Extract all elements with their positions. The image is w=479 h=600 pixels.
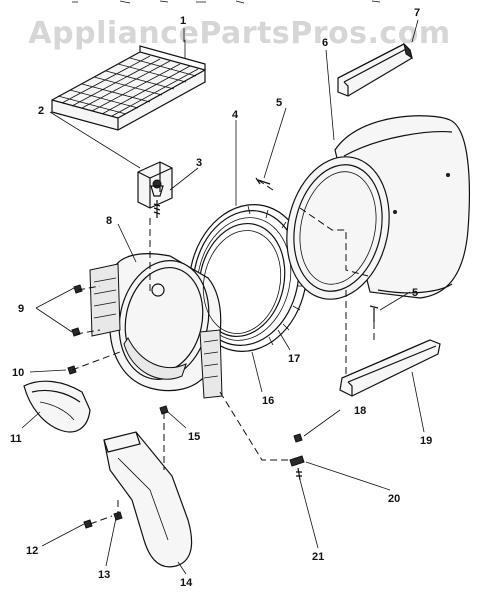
front-bulkhead-part [109,253,223,399]
callout-3: 3 [196,157,202,169]
callout-5-lower: 5 [412,287,418,299]
latch-clip-part [289,455,305,481]
screw-icon [71,327,81,337]
callout-5-upper: 5 [276,97,282,109]
assembly-lines [71,179,375,525]
drum-baffle-top-part [337,42,413,97]
leader-lines [21,19,425,575]
callout-14: 14 [180,577,193,589]
lint-housing-part [23,380,91,433]
lint-duct-part [103,431,193,568]
dryer-drum-part [286,115,471,300]
callout-21: 21 [312,551,324,563]
screw-icon [255,177,271,185]
callout-8: 8 [106,215,112,227]
callout-labels: 1 2 3 4 5 5 6 7 8 9 10 11 12 13 14 15 16… [10,7,432,589]
callout-11: 11 [10,433,22,445]
callout-18: 18 [354,405,366,417]
callout-13: 13 [98,569,110,581]
cropped-top-fragments [72,0,381,4]
callout-2: 2 [38,105,44,117]
bulkhead-bracket-left [89,263,121,337]
callout-20: 20 [388,493,400,505]
sensor-bracket-part [137,161,173,218]
callout-15: 15 [188,431,200,443]
callout-1: 1 [180,15,186,27]
callout-16: 16 [262,395,274,407]
callout-4: 4 [232,109,239,121]
callout-12: 12 [26,545,38,557]
drum-baffle-bottom-part [339,339,441,397]
callout-10: 10 [12,367,24,379]
watermark: AppliancePartsPros.com [28,16,451,51]
screw-icon [369,305,379,322]
screw-icon [73,284,83,294]
drying-rack-part [51,40,206,131]
fasteners [67,177,379,529]
callout-9: 9 [18,303,24,315]
screw-icon [83,519,93,529]
callout-19: 19 [420,435,432,447]
callout-7: 7 [414,7,420,19]
drum-seal-inner [202,230,282,334]
callout-17: 17 [288,353,300,365]
callout-6: 6 [322,37,328,49]
screw-icon [293,433,303,443]
